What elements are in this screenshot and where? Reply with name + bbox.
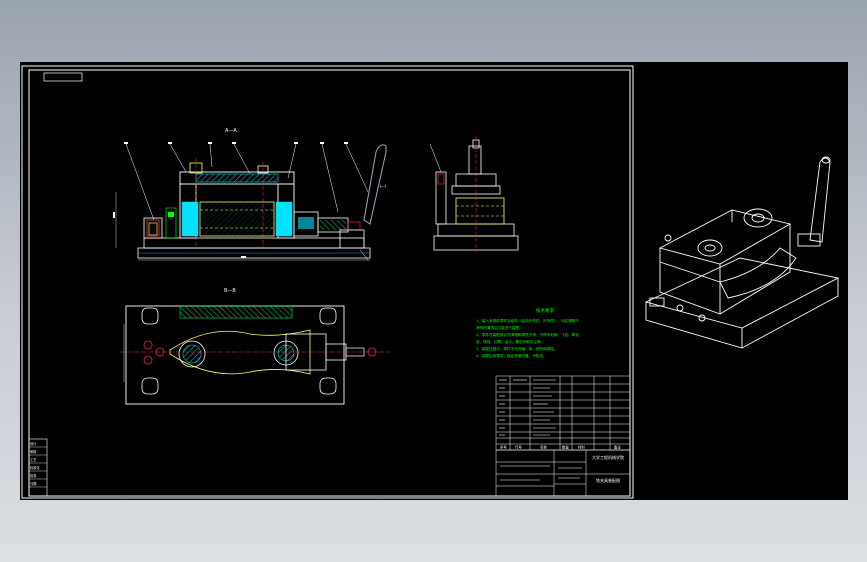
technical-notes: 技术要求 1、装入夹具前零件及组件（包括外购件、外协件），均应清除干 净剂剂清洗…	[476, 307, 579, 358]
cad-viewport[interactable]: 设计 审核 工艺 标准化 批准 日期 A—A	[20, 62, 848, 500]
col-header: 备注	[614, 445, 621, 450]
left-strip-label: 设计	[30, 441, 37, 446]
sheet-inner-border	[28, 69, 631, 497]
notes-line: 皮、锈蚀、切屑、油污、着色剂和灰尘等。	[476, 339, 544, 344]
left-strip: 设计 审核 工艺 标准化 批准 日期	[28, 438, 48, 497]
left-strip-label: 工艺	[30, 457, 36, 462]
left-strip-label: 批准	[30, 473, 37, 478]
left-strip-label: 标准化	[30, 465, 40, 470]
notes-line: 4、装配后各零件，保证夹紧可靠，不松动。	[476, 353, 547, 358]
col-header: 数量	[562, 445, 569, 450]
notes-line: 1、装入夹具前零件及组件（包括外购件、外协件），均应清除干	[476, 318, 579, 323]
fixture-isometric-icon	[644, 156, 840, 349]
title-block	[495, 375, 631, 497]
col-header: 材料	[578, 445, 585, 450]
drawing-name: 铣夹具装配图	[596, 477, 620, 483]
col-header: 序号	[500, 445, 507, 450]
col-header: 名称	[540, 445, 547, 450]
front-section-view: A—A	[113, 128, 387, 261]
title-block-text: 序号 代号 名称 数量 材料 备注 大学工程机械学院 铣夹具装配图	[499, 379, 624, 483]
notes-line: 2、零件在装配前必须清理和清洗干净，不得有毛刺、飞边、氧化	[476, 332, 579, 337]
side-view	[429, 136, 519, 252]
sheet-outer-border	[21, 65, 634, 499]
notes-line: 净剂剂清洗后方能进行装配。	[476, 325, 523, 330]
left-strip-label: 日期	[30, 481, 36, 486]
sheet-corner-tag	[43, 72, 83, 82]
side-note: I—I	[380, 184, 386, 189]
section-label-bb: B—B	[224, 288, 236, 294]
drawing-canvas: 设计 审核 工艺 标准化 批准 日期 A—A	[21, 65, 840, 499]
section-label-aa: A—A	[225, 128, 237, 134]
notes-heading: 技术要求	[536, 307, 554, 314]
left-strip-label: 审核	[30, 449, 37, 454]
top-view: B—B	[120, 288, 390, 405]
col-header: 代号	[515, 445, 522, 450]
notes-line: 3、装配过程中，零件不允许磕、碰、划伤和锈蚀。	[476, 346, 557, 351]
school-name: 大学工程机械学院	[592, 454, 624, 460]
